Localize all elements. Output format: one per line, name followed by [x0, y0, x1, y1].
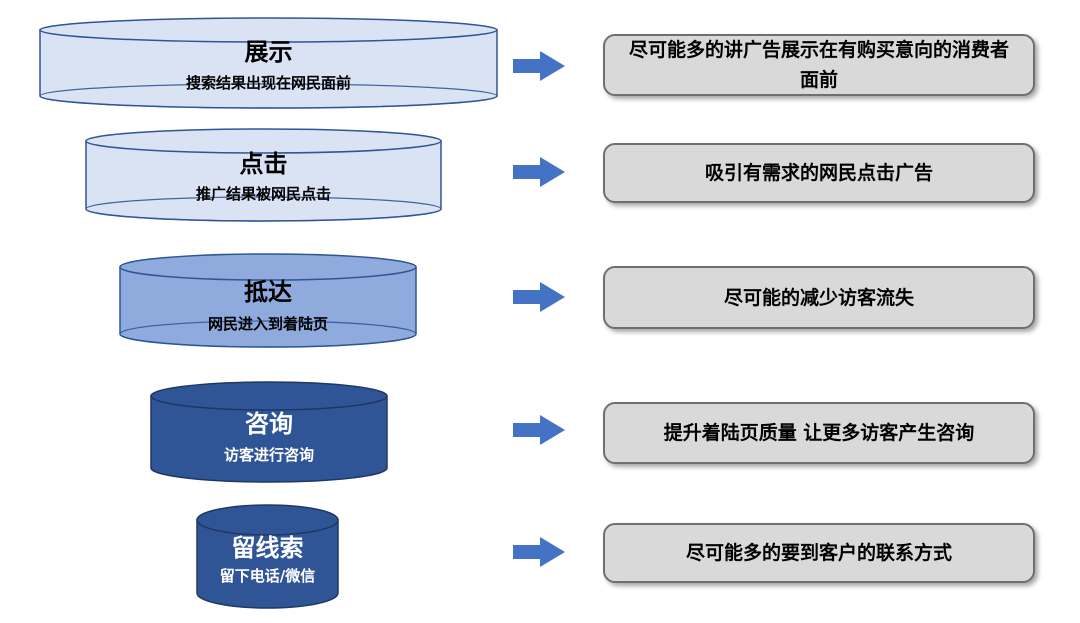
stage-title: 留线索 — [232, 534, 304, 562]
stage-title: 展示 — [245, 38, 293, 66]
stage-subtitle: 搜索结果出现在网民面前 — [186, 74, 351, 92]
stage-cylinder-bottom-rim — [39, 83, 498, 109]
right-arrow-icon — [513, 537, 565, 567]
stage-description: 吸引有需求的网民点击广告 — [603, 143, 1035, 203]
stage-cylinder-top — [119, 253, 417, 281]
right-arrow-icon — [513, 282, 565, 312]
stage-subtitle: 推广结果被网民点击 — [196, 185, 331, 203]
stage-cylinder-bottom-rim — [119, 320, 417, 348]
stage-cylinder-top — [150, 381, 388, 411]
stage-cylinder-body — [150, 395, 388, 483]
right-arrow-icon — [513, 51, 565, 81]
stage-subtitle: 网民进入到着陆页 — [208, 315, 328, 333]
right-arrow-icon — [513, 157, 565, 187]
stage-subtitle: 访客进行咨询 — [224, 446, 314, 464]
right-arrow-icon — [513, 415, 565, 445]
stage-description: 尽可能多的讲广告展示在有购买意向的消费者面前 — [603, 34, 1035, 96]
stage-title: 咨询 — [245, 410, 293, 438]
stage-subtitle: 留下电话/微信 — [220, 567, 315, 585]
stage-title: 点击 — [240, 150, 288, 178]
stage-cylinder-top — [196, 504, 339, 536]
stage-description: 尽可能的减少访客流失 — [603, 266, 1035, 329]
stage-cylinder-bottom-rim — [85, 196, 442, 222]
stage-cylinder-top — [39, 17, 498, 43]
stage-description: 提升着陆页质量 让更多访客产生咨询 — [603, 402, 1035, 464]
stage-cylinder-body — [196, 519, 339, 609]
stage-cylinder-top — [85, 128, 442, 154]
stage-description: 尽可能多的要到客户的联系方式 — [603, 523, 1035, 583]
stage-title: 抵达 — [244, 278, 292, 306]
